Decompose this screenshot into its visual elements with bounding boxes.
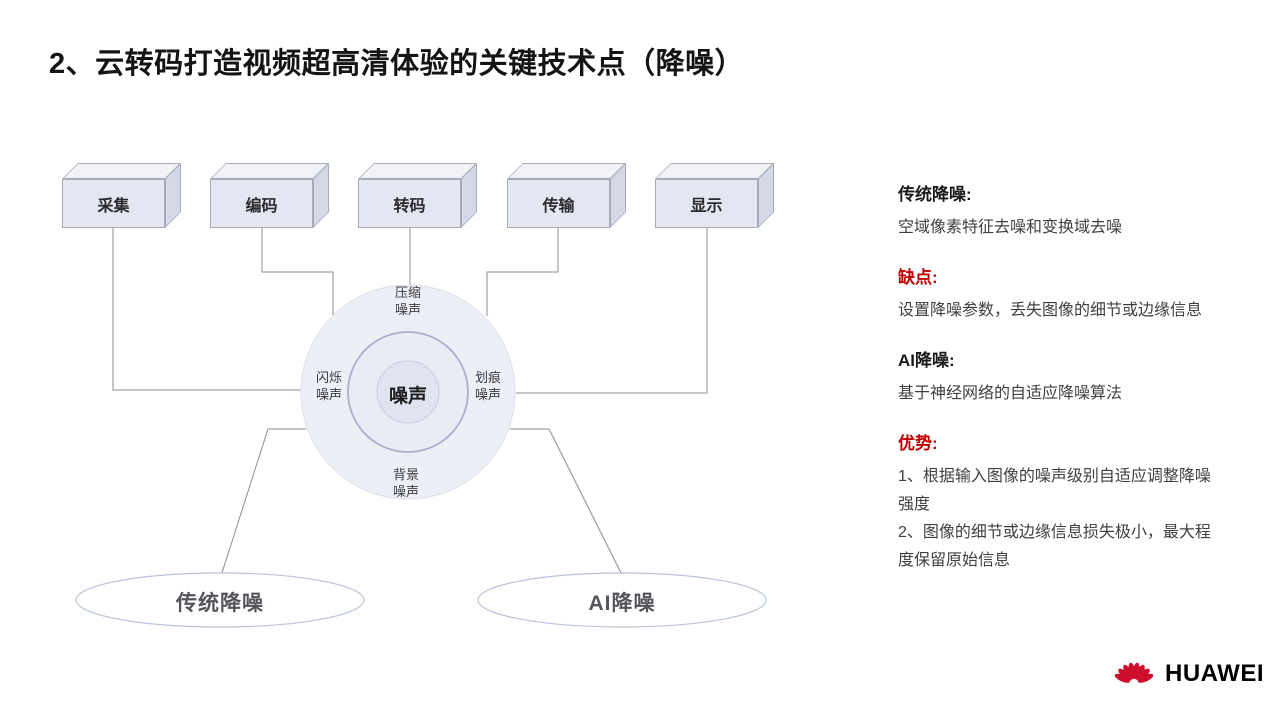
huawei-logo: HUAWEI	[1112, 655, 1264, 692]
pipeline-box-label: 传输	[507, 179, 610, 228]
noise-wheel-inner-circle	[376, 360, 440, 424]
huawei-logo-text: HUAWEI	[1165, 659, 1264, 687]
panel-heading: 缺点:	[898, 268, 938, 287]
panel-section-drawback: 缺点: 设置降噪参数，丢失图像的细节或边缘信息	[898, 263, 1222, 325]
connector-encode-to-wheel	[261, 228, 334, 316]
pipeline-box-label: 编码	[210, 179, 313, 228]
ai-denoise-label: AI降噪	[588, 592, 656, 615]
noise-label-compression: 压缩噪声	[394, 285, 421, 317]
cube-top-face	[62, 163, 181, 179]
panel-section-advantage: 优势: 1、根据输入图像的噪声级别自适应调整降噪强度 2、图像的细节或边缘信息损…	[898, 429, 1222, 575]
info-panel: 传统降噪: 空域像素特征去噪和变换域去噪 缺点: 设置降噪参数，丢失图像的细节或…	[898, 180, 1222, 596]
pipeline-box-encode: 编码	[210, 163, 332, 229]
connector-wheel-to-ai	[510, 428, 625, 580]
panel-body: 设置降噪参数，丢失图像的细节或边缘信息	[898, 302, 1203, 319]
connector-capture-to-wheel	[112, 228, 301, 391]
huawei-flower-icon	[1114, 662, 1154, 683]
pipeline-box-label: 显示	[655, 179, 758, 228]
connector-wheel-to-traditional	[219, 428, 306, 580]
connector-transmit-to-wheel	[486, 228, 559, 316]
pipeline-box-display: 显示	[655, 163, 777, 229]
panel-section-traditional: 传统降噪: 空域像素特征去噪和变换域去噪	[898, 180, 1222, 242]
pipeline-box-transmit: 传输	[507, 163, 629, 229]
cube-top-face	[358, 163, 477, 179]
noise-center-label: 噪声	[388, 386, 427, 407]
pipeline-box-capture: 采集	[62, 163, 184, 229]
cube-top-face	[210, 163, 329, 179]
ai-denoise-ellipse	[477, 572, 767, 628]
pipeline-box-transcode: 转码	[358, 163, 480, 229]
cube-top-face	[655, 163, 774, 179]
noise-label-flicker: 闪烁噪声	[315, 370, 342, 402]
connector-display-to-wheel	[516, 228, 708, 394]
slide-title: 2、云转码打造视频超高清体验的关键技术点（降噪）	[49, 48, 745, 80]
panel-section-ai: AI降噪: 基于神经网络的自适应降噪算法	[898, 346, 1222, 408]
panel-body: 1、根据输入图像的噪声级别自适应调整降噪强度 2、图像的细节或边缘信息损失极小，…	[898, 468, 1211, 569]
panel-heading: 传统降噪:	[898, 185, 972, 204]
traditional-denoise-ellipse	[75, 572, 365, 628]
noise-label-scratch: 划痕噪声	[474, 370, 501, 402]
panel-heading: 优势:	[898, 434, 938, 453]
traditional-denoise-label: 传统降噪	[176, 592, 264, 615]
pipeline-box-label: 转码	[358, 179, 461, 228]
panel-body: 空域像素特征去噪和变换域去噪	[898, 219, 1123, 236]
noise-label-background: 背景噪声	[392, 467, 419, 499]
cube-top-face	[507, 163, 626, 179]
panel-body: 基于神经网络的自适应降噪算法	[898, 385, 1123, 402]
panel-heading: AI降噪:	[898, 351, 955, 370]
pipeline-box-label: 采集	[62, 179, 165, 228]
